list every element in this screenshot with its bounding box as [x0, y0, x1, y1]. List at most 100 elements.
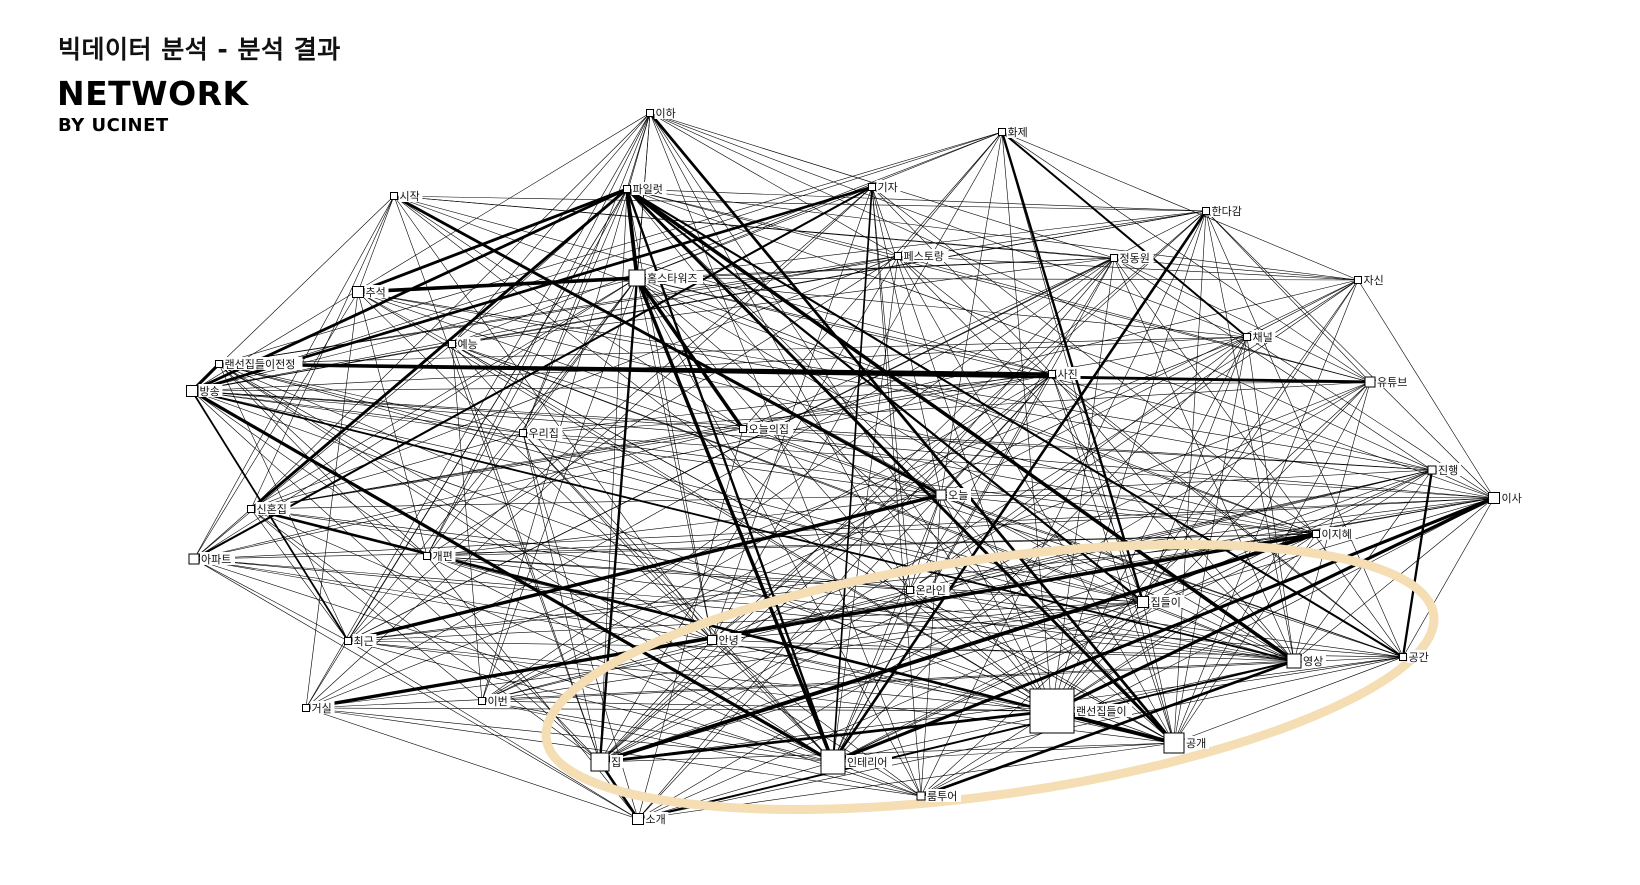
node-label-최근: 최근	[354, 635, 374, 648]
node-label-bg-우리집	[527, 426, 563, 439]
node-label-bg-한다감	[1210, 204, 1246, 217]
edge-랜선집들이-집	[599, 709, 1053, 764]
edge-홈스타워즈-이번	[481, 277, 638, 702]
edge-진행-안녕	[711, 469, 1433, 641]
node-label-추석: 추석	[366, 286, 386, 299]
node-label-bg-유튜브	[1376, 375, 1411, 388]
edge-정동원-최근	[347, 257, 1115, 642]
edge-아파트-안녕	[193, 558, 713, 641]
node-label-bg-기자	[876, 180, 901, 193]
node-box-오늘의집	[739, 425, 747, 433]
edge-예능-집들이	[451, 343, 1144, 603]
node-사진: 사진	[1048, 367, 1081, 381]
edge-오늘-룸투어	[920, 494, 942, 797]
node-box-집들이	[1137, 596, 1149, 608]
edge-화제-유튜브	[1001, 131, 1371, 383]
node-box-룸투어	[916, 791, 926, 801]
edge-정동원-이번	[481, 257, 1115, 702]
edge-추석-공간	[357, 291, 1404, 658]
edge-방송-최근	[191, 390, 349, 642]
node-label-시작: 시작	[400, 190, 420, 203]
edge-오늘의집-이지혜	[742, 428, 1317, 535]
edge-정동원-영상	[1113, 257, 1295, 662]
node-label-안녕: 안녕	[719, 634, 739, 647]
edge-집들이-영상	[1142, 601, 1295, 662]
node-label-신혼집: 신혼집	[257, 503, 287, 516]
edge-채널-랜선집들이	[1051, 336, 1248, 712]
edge-한다감-랜선집들이전정	[218, 210, 1207, 365]
node-이하: 이하	[646, 106, 679, 120]
node-룸투어: 룸투어	[916, 789, 961, 803]
edge-최근-공간	[347, 640, 1404, 658]
edge-우리집-이사	[522, 432, 1495, 499]
node-label-bg-예능	[456, 337, 481, 350]
edge-오늘-개편	[426, 494, 942, 557]
edge-방송-오늘	[191, 390, 942, 496]
edge-기자-최근	[347, 186, 873, 642]
node-label-bg-페스토랑	[902, 249, 949, 262]
node-label-예능: 예능	[458, 338, 478, 351]
node-label-bg-이사	[1500, 491, 1525, 504]
edge-정동원-진행	[1113, 257, 1433, 471]
edge-시작-자신	[393, 195, 1359, 281]
edge-페스토랑-유튜브	[897, 255, 1371, 383]
node-인테리어: 인테리어	[820, 749, 892, 775]
edge-한다감-랜선집들이	[1051, 210, 1207, 712]
node-채널: 채널	[1243, 330, 1276, 344]
node-label-집들이: 집들이	[1151, 596, 1181, 609]
edge-오늘-영상	[940, 494, 1295, 662]
node-box-온라인	[906, 586, 914, 594]
edge-사진-집들이	[1051, 373, 1144, 603]
edge-유튜브-안녕	[711, 381, 1371, 641]
edge-한다감-방송	[191, 210, 1207, 392]
edge-이하-이사	[649, 112, 1495, 499]
edge-정동원-랜선집들이	[1051, 257, 1115, 712]
edge-신혼집-최근	[250, 508, 349, 642]
edge-영상-소개	[637, 660, 1295, 820]
edge-기자-아파트	[193, 186, 873, 560]
node-label-정동원: 정동원	[1120, 252, 1150, 265]
edge-한다감-이사	[1205, 210, 1495, 499]
node-공간: 공간	[1399, 650, 1432, 664]
edge-방송-공개	[191, 390, 1175, 744]
node-label-bg-추석	[364, 285, 389, 298]
page-byline: BY UCINET	[58, 115, 169, 136]
node-파일럿: 파일럿	[623, 182, 667, 196]
edge-파일럿-한다감	[626, 188, 1207, 212]
edge-방송-진행	[191, 390, 1433, 471]
edge-신혼집-아파트	[193, 508, 252, 560]
edge-시작-한다감	[393, 195, 1207, 212]
edge-정동원-공간	[1113, 257, 1404, 658]
node-label-오늘의집: 오늘의집	[749, 423, 789, 436]
edge-신혼집-이번	[250, 508, 483, 702]
node-추석: 추석	[352, 285, 389, 299]
node-box-인테리어	[820, 749, 846, 775]
edge-랜선집들이전정-랜선집들이	[218, 363, 1053, 712]
edge-온라인-공개	[909, 589, 1175, 744]
edge-방송-개편	[191, 390, 428, 557]
node-label-페스토랑: 페스토랑	[904, 250, 944, 263]
edge-시작-오늘의집	[393, 195, 744, 430]
edge-기자-랜선집들이	[871, 186, 1053, 712]
node-label-bg-거실	[310, 701, 335, 714]
node-box-이번	[478, 697, 486, 705]
node-label-bg-사진	[1056, 367, 1081, 380]
edge-우리집-안녕	[522, 432, 713, 641]
node-box-랜선집들이전정	[215, 360, 223, 368]
edge-기자-홈스타워즈	[636, 186, 873, 279]
edge-파일럿-인테리어	[625, 188, 835, 763]
node-label-공개: 공개	[1186, 737, 1206, 750]
node-label-bg-정동원	[1118, 251, 1154, 264]
edge-랜선집들이전정-집	[218, 363, 601, 763]
edge-오늘-이번	[481, 494, 942, 702]
node-box-홈스타워즈	[628, 269, 646, 287]
edge-진행-집	[599, 469, 1433, 763]
node-label-방송: 방송	[200, 385, 220, 398]
node-label-이지혜: 이지혜	[1322, 528, 1352, 541]
node-기자: 기자	[868, 180, 901, 194]
node-label-이사: 이사	[1502, 492, 1522, 505]
edge-한다감-룸투어	[920, 210, 1207, 797]
edge-이사-오늘	[940, 494, 1495, 499]
edge-유튜브-영상	[1293, 381, 1371, 662]
